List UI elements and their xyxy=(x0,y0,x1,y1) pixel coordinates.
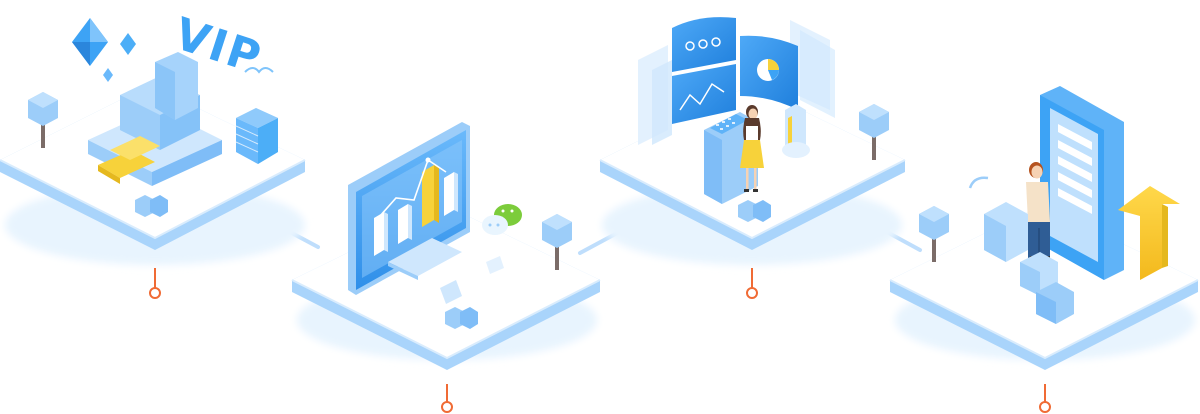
arrow-up-icon xyxy=(1118,186,1180,280)
step-marker-4 xyxy=(1039,384,1051,413)
step-marker-3 xyxy=(746,268,758,299)
dashboard-kiosk-icon xyxy=(638,17,889,222)
analytics-monitor-icon xyxy=(348,122,572,329)
diamond-icon xyxy=(72,18,108,66)
mobile-growth-icon xyxy=(919,86,1180,324)
cube-icon xyxy=(984,202,1074,324)
bar-chart-icon xyxy=(374,165,458,256)
vip-throne-icon: VIP xyxy=(28,8,278,217)
diamond-small-icon xyxy=(120,33,136,55)
coin-stack-icon xyxy=(235,108,278,164)
refresh-icon xyxy=(968,176,989,189)
person-icon xyxy=(1026,162,1050,260)
tree-icon xyxy=(919,206,949,262)
cube-icon xyxy=(445,307,478,329)
step-marker-2 xyxy=(441,384,453,413)
diamond-tiny-icon xyxy=(103,68,113,82)
chat-bubble-icon xyxy=(482,204,522,235)
tree-icon xyxy=(859,104,889,160)
tree-icon xyxy=(28,92,58,148)
bird-icon xyxy=(244,67,274,74)
cube-icon xyxy=(135,195,168,217)
cube-icon xyxy=(738,200,771,222)
person-icon xyxy=(740,105,764,192)
tree-icon xyxy=(542,214,572,270)
step-marker-1 xyxy=(149,268,161,299)
pie-chart-icon xyxy=(757,59,779,81)
